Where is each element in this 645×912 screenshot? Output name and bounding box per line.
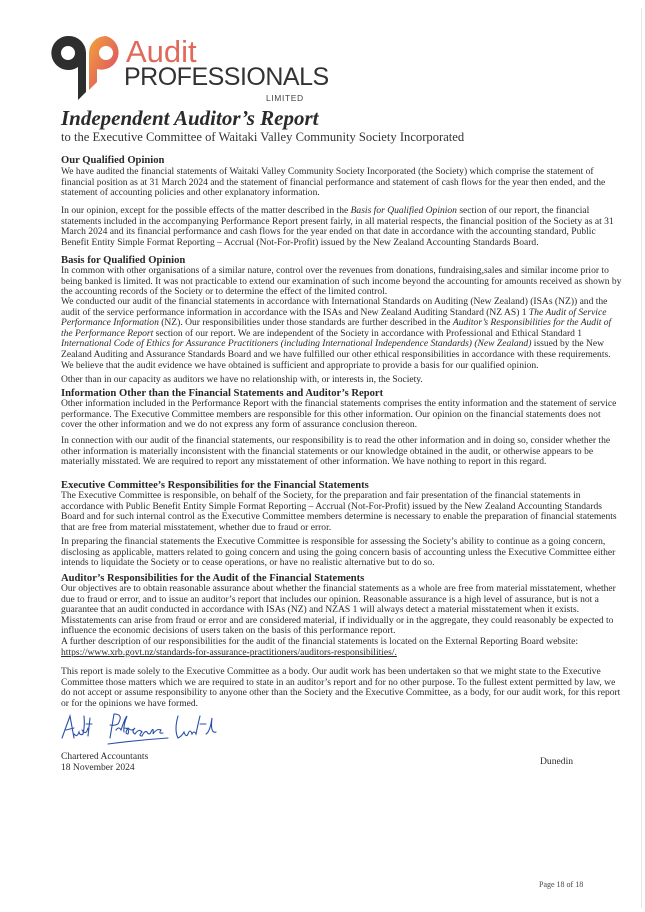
logo-mark-icon bbox=[51, 35, 119, 100]
logo-audit-text: Audit bbox=[126, 34, 197, 69]
paragraph: We have audited the financial statements… bbox=[61, 166, 606, 199]
company-logo: Audit PROFESSIONALS LIMITED bbox=[48, 30, 348, 110]
paragraph: We conducted our audit of the financial … bbox=[61, 296, 612, 371]
paragraph: A further description of our responsibil… bbox=[61, 636, 578, 658]
paragraph: Other than in our capacity as auditors w… bbox=[61, 374, 423, 385]
city: Dunedin bbox=[540, 756, 574, 767]
heading-other-information: Information Other than the Financial Sta… bbox=[61, 388, 384, 399]
paragraph: In our opinion, except for the possible … bbox=[61, 205, 614, 248]
handwritten-signature bbox=[61, 713, 217, 745]
paragraph: Other information included in the Perfor… bbox=[61, 398, 617, 431]
paragraph: In common with other organisations of a … bbox=[61, 265, 622, 298]
report-date: 18 November 2024 bbox=[61, 762, 135, 773]
paragraph: In connection with our audit of the fina… bbox=[61, 435, 611, 468]
logo-limited-text: LIMITED bbox=[266, 93, 304, 103]
page-number: Page 18 of 18 bbox=[539, 880, 584, 889]
heading-qualified-opinion: Our Qualified Opinion bbox=[61, 155, 165, 166]
heading-basis: Basis for Qualified Opinion bbox=[61, 255, 186, 266]
heading-committee-responsibilities: Executive Committee’s Responsibilities f… bbox=[61, 480, 369, 491]
firm-designation: Chartered Accountants bbox=[61, 751, 149, 762]
report-subtitle: to the Executive Committee of Waitaki Va… bbox=[61, 130, 465, 144]
logo-professionals-text: PROFESSIONALS bbox=[124, 63, 329, 91]
report-title: Independent Auditor’s Report bbox=[61, 106, 319, 130]
paragraph: The Executive Committee is responsible, … bbox=[61, 490, 617, 533]
xrb-link[interactable]: https://www.xrb.govt.nz/standards-for-as… bbox=[61, 646, 397, 658]
paragraph: Our objectives are to obtain reasonable … bbox=[61, 583, 616, 637]
scrollbar[interactable] bbox=[641, 8, 642, 908]
paragraph: This report is made solely to the Execut… bbox=[61, 666, 621, 709]
heading-auditor-responsibilities: Auditor’s Responsibilities for the Audit… bbox=[61, 573, 365, 584]
paragraph: In preparing the financial statements th… bbox=[61, 536, 616, 569]
